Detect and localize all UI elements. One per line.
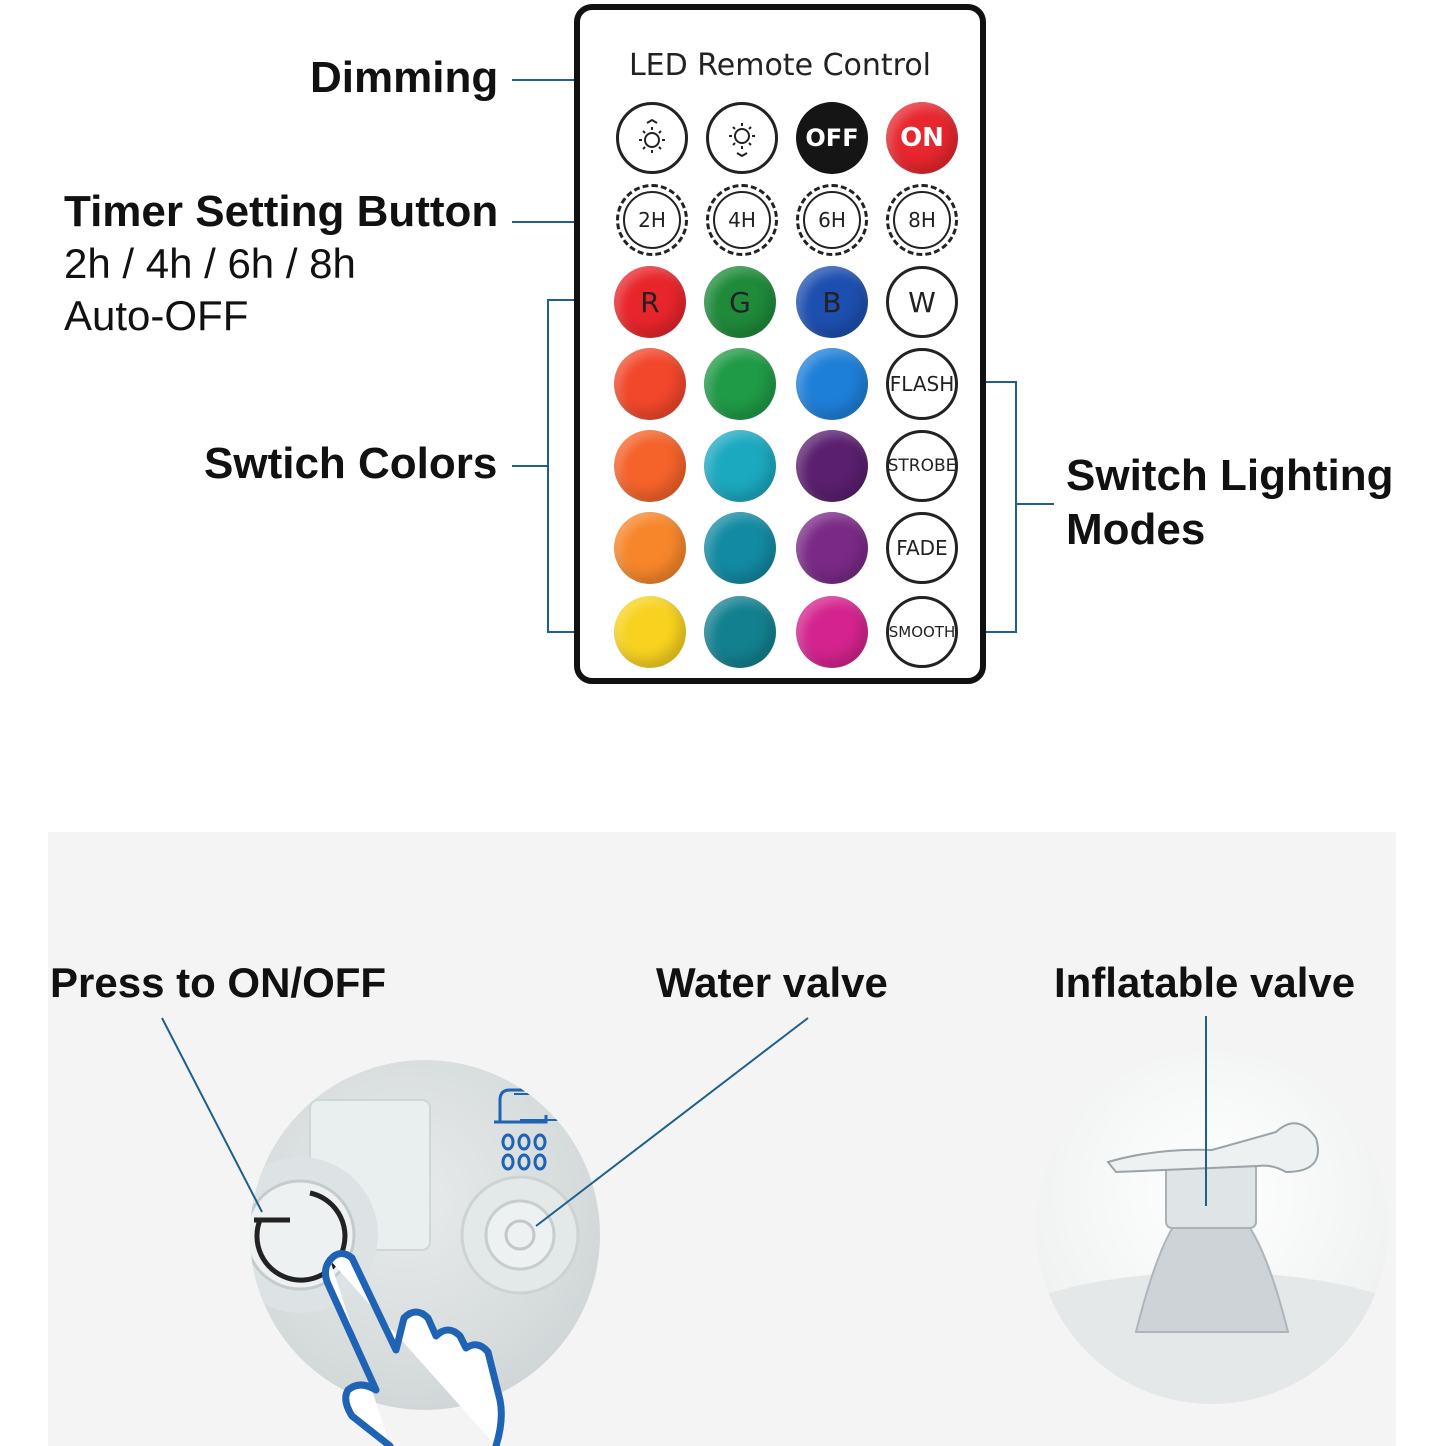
color-button[interactable] <box>614 512 686 584</box>
pointing-hand-icon <box>321 1250 505 1446</box>
color-button[interactable] <box>704 512 776 584</box>
color-button[interactable] <box>796 348 868 420</box>
press-onoff-line <box>161 1017 263 1213</box>
press-onoff-label: Press to ON/OFF <box>50 959 387 1006</box>
color-button[interactable] <box>704 430 776 502</box>
color-button[interactable] <box>704 348 776 420</box>
color-button[interactable] <box>704 596 776 668</box>
water-valve-label: Water valve <box>656 959 888 1006</box>
flash-button[interactable]: FLASH <box>886 348 958 420</box>
brightness-up-icon <box>639 118 665 153</box>
inflatable-valve-label: Inflatable valve <box>1054 959 1356 1006</box>
color-button[interactable] <box>614 430 686 502</box>
brightness-up-button[interactable] <box>616 102 688 174</box>
lighting-modes-label-1: Switch Lighting <box>1066 451 1394 500</box>
brightness-down-icon <box>729 123 755 158</box>
power-icon <box>254 1190 348 1283</box>
color-button[interactable] <box>614 348 686 420</box>
dimming-label: Dimming <box>310 53 499 102</box>
switch-colors-label: Swtich Colors <box>204 439 498 488</box>
color-button[interactable] <box>614 596 686 668</box>
brightness-down-button[interactable] <box>706 102 778 174</box>
color-button[interactable] <box>796 596 868 668</box>
inflatable-valve-illustration <box>1036 1122 1388 1404</box>
water-valve-line <box>535 1017 809 1227</box>
color-button[interactable] <box>796 430 868 502</box>
inflatable-valve-photo <box>1036 1052 1388 1404</box>
color-button[interactable] <box>796 512 868 584</box>
timer-sub-1: 2h / 4h / 6h / 8h <box>64 240 356 287</box>
lighting-modes-label-2: Modes <box>1066 505 1206 554</box>
remote-title: LED Remote Control <box>628 48 932 83</box>
timer-sub-2: Auto-OFF <box>64 292 249 339</box>
timer-label: Timer Setting Button <box>64 187 499 236</box>
modes-bracket <box>958 381 1017 633</box>
